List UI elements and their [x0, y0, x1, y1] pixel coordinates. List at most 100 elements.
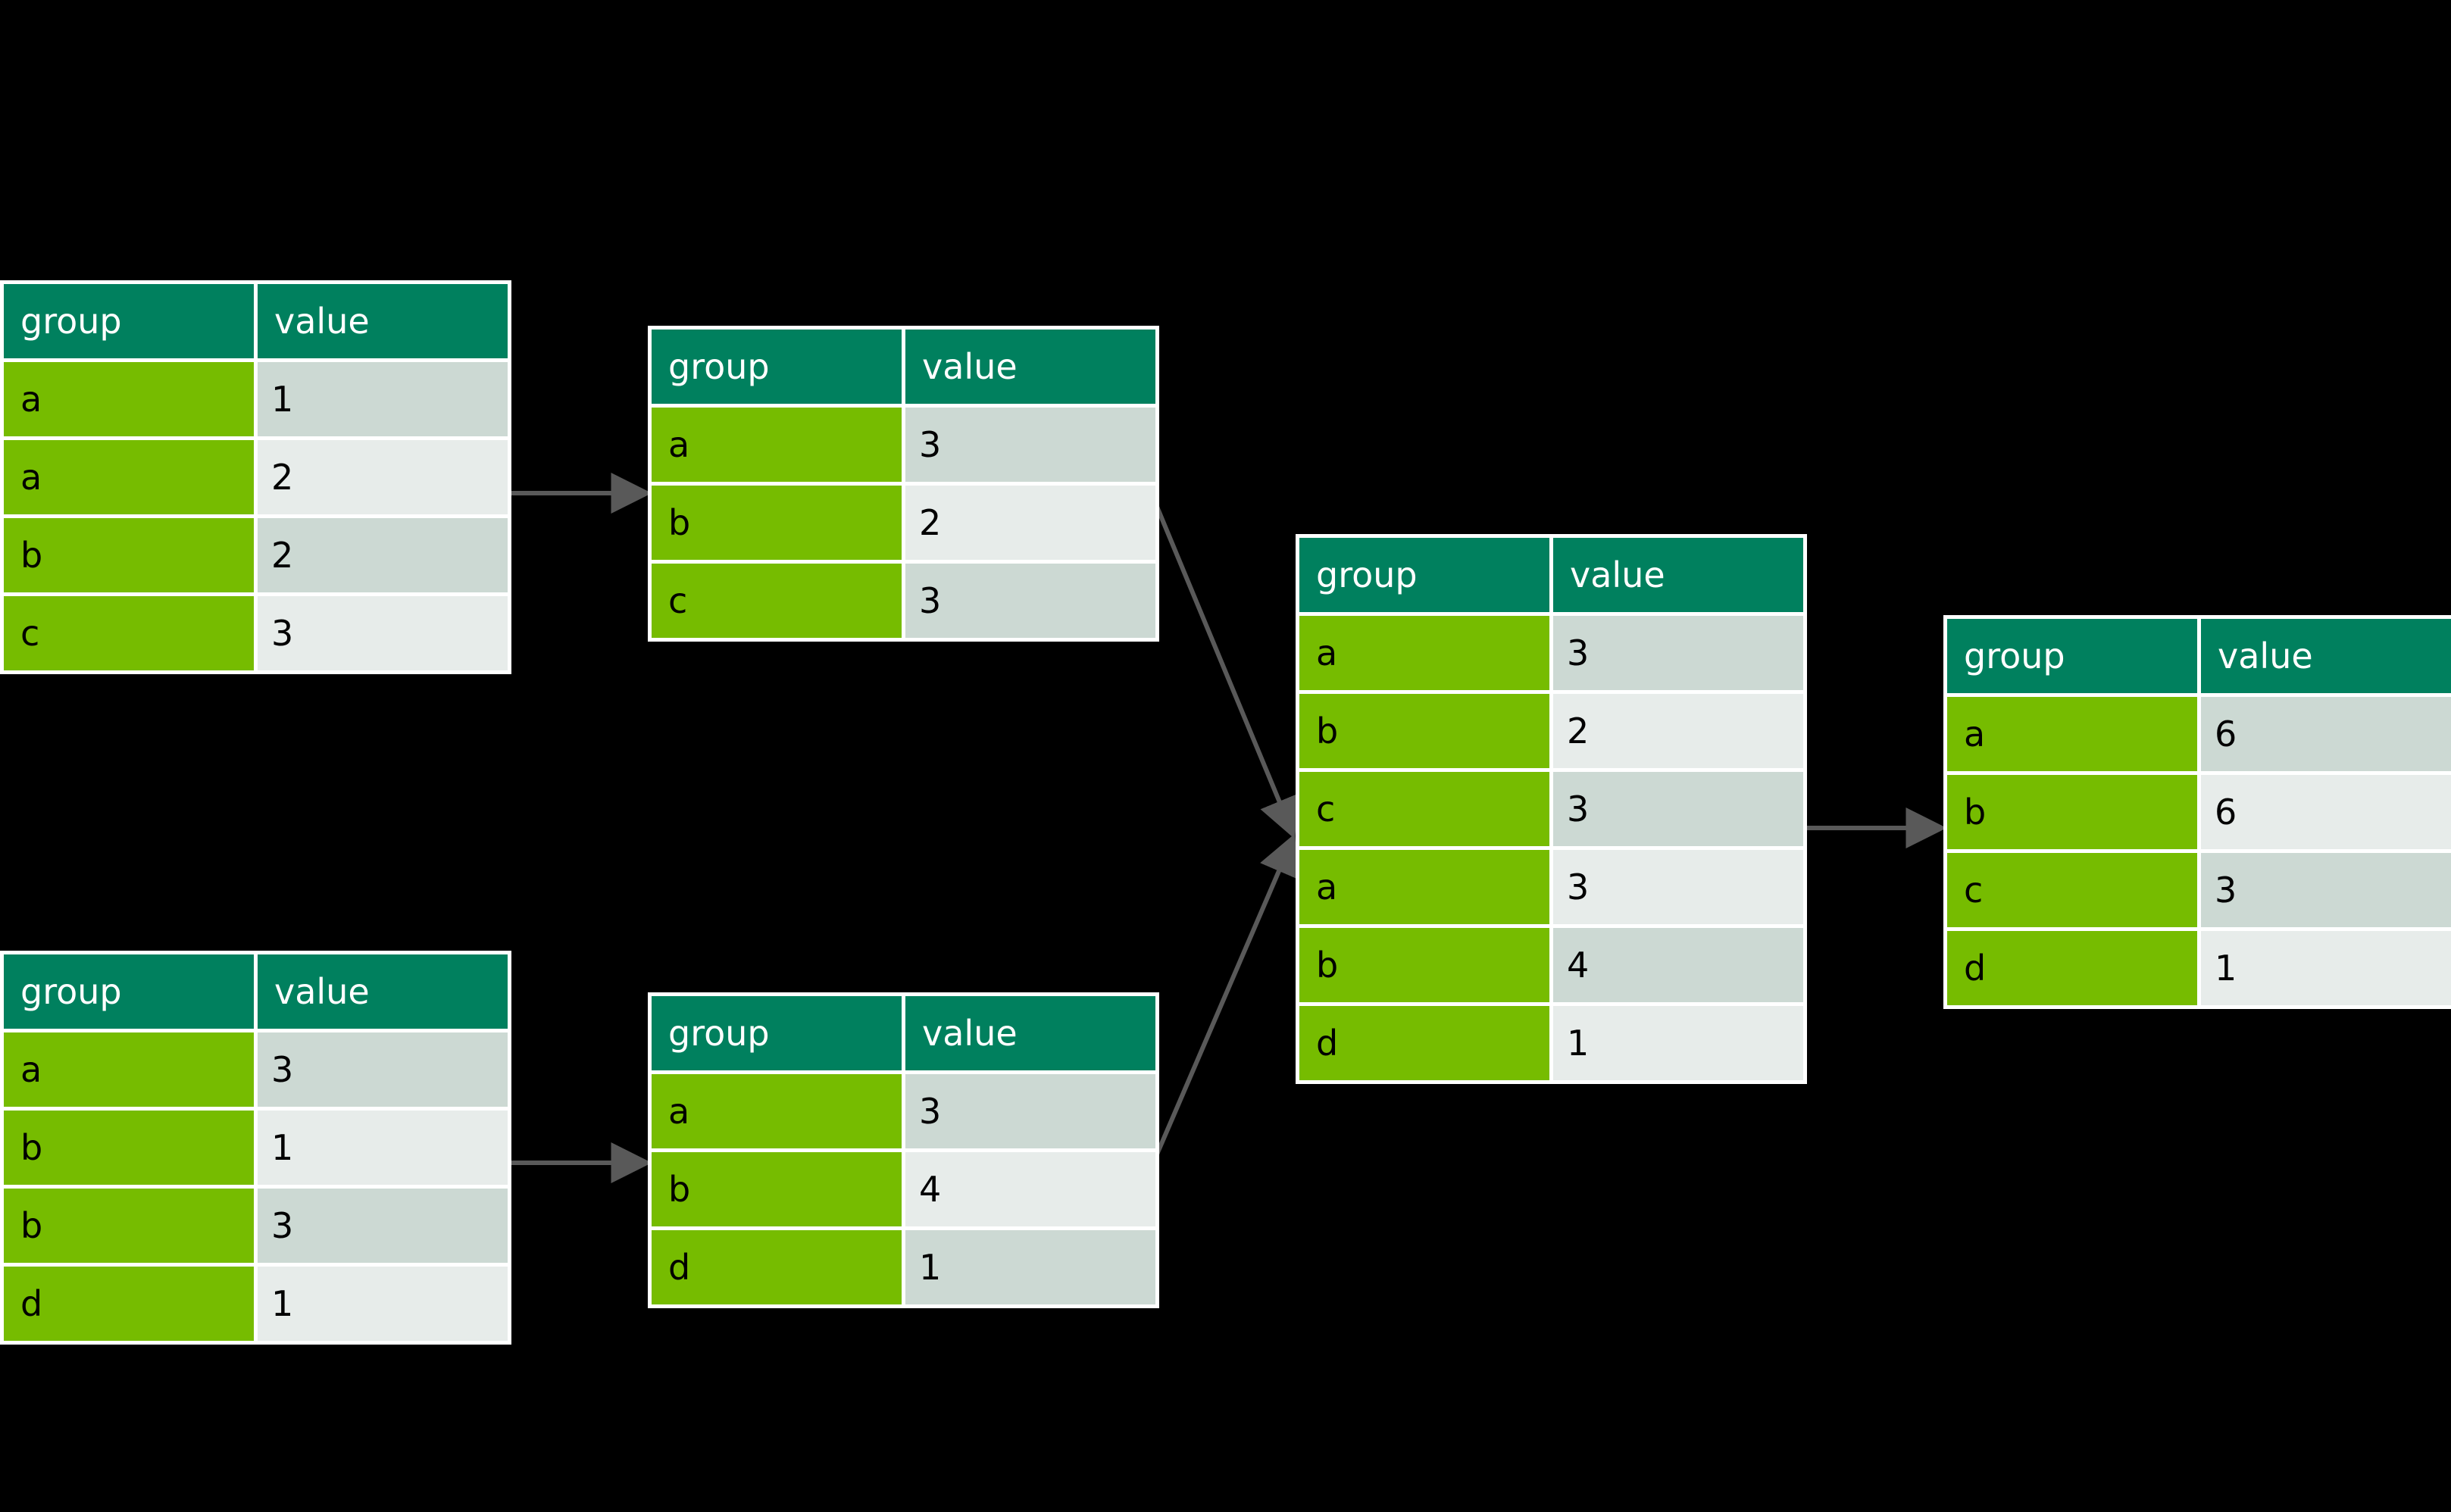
cell-group-text: a [668, 1091, 690, 1132]
cell-value: 1 [258, 1111, 508, 1185]
cell-group-text: a [20, 457, 42, 498]
cell-value-text: 4 [1567, 945, 1590, 986]
column-header-value: value [258, 284, 508, 358]
cell-group: b [1299, 928, 1549, 1002]
cell-value-text: 2 [271, 535, 294, 576]
cell-value-text: 1 [919, 1247, 942, 1288]
cell-value-text: 3 [919, 580, 942, 621]
cell-value-text: 1 [1567, 1023, 1590, 1064]
table-header-row: group value [4, 954, 508, 1029]
cell-group-text: c [1316, 789, 1336, 829]
column-header-value: value [1553, 538, 1803, 612]
cell-value-text: 6 [2215, 714, 2237, 754]
header-label: group [668, 1013, 770, 1054]
header-label: group [20, 301, 122, 342]
cell-group: a [1299, 850, 1549, 924]
cell-value-text: 3 [1567, 789, 1590, 829]
cell-value: 1 [905, 1230, 1155, 1304]
table-header-row: group value [4, 284, 508, 358]
header-label: value [274, 301, 370, 342]
column-header-group: group [4, 284, 254, 358]
cell-group-text: d [1964, 948, 1987, 989]
column-header-value: value [905, 330, 1155, 404]
cell-group-text: c [20, 613, 40, 654]
cell-group: b [1947, 775, 2197, 849]
cell-group-text: d [668, 1247, 691, 1288]
arrow-bottom-middle-to-center [1149, 833, 1298, 1168]
cell-group-text: a [1964, 714, 1986, 754]
cell-value-text: 2 [919, 502, 942, 543]
cell-value-text: 2 [271, 457, 294, 498]
table-header-row: group value [1947, 619, 2451, 693]
cell-group: a [4, 1032, 254, 1107]
cell-value: 3 [258, 1032, 508, 1107]
cell-value: 3 [1553, 772, 1803, 846]
cell-value-text: 3 [271, 1205, 294, 1246]
cell-group: a [4, 362, 254, 436]
header-label: value [274, 971, 370, 1012]
column-header-group: group [4, 954, 254, 1029]
cell-group-text: b [1316, 711, 1339, 751]
cell-group: c [652, 564, 902, 638]
cell-group-text: c [1964, 870, 1984, 911]
cell-group: d [1947, 931, 2197, 1005]
arrow-top-middle-to-center [1149, 492, 1299, 839]
cell-group-text: d [1316, 1023, 1339, 1064]
column-header-group: group [652, 330, 902, 404]
header-label: group [1964, 636, 2065, 676]
cell-value-text: 3 [1567, 867, 1590, 908]
cell-group: a [1299, 616, 1549, 690]
cell-value-text: 6 [2215, 792, 2237, 833]
cell-value: 3 [905, 564, 1155, 638]
cell-group: b [652, 486, 902, 560]
cell-value: 4 [1553, 928, 1803, 1002]
header-label: value [1570, 555, 1665, 595]
header-label: value [922, 1013, 1018, 1054]
cell-value-text: 3 [2215, 870, 2237, 911]
table-header-row: group value [1299, 538, 1803, 612]
header-label: value [2218, 636, 2313, 676]
cell-group-text: b [1316, 945, 1339, 986]
header-label: group [1316, 555, 1418, 595]
cell-group-text: c [668, 580, 688, 621]
cell-group: a [4, 440, 254, 514]
cell-value: 3 [258, 1189, 508, 1263]
cell-value: 2 [905, 486, 1155, 560]
column-header-value: value [2201, 619, 2451, 693]
cell-group: c [4, 596, 254, 670]
cell-value: 4 [905, 1152, 1155, 1226]
cell-group-text: b [20, 1205, 43, 1246]
column-header-group: group [652, 996, 902, 1070]
cell-group: b [4, 518, 254, 592]
cell-group-text: b [1964, 792, 1987, 833]
cell-value: 2 [1553, 694, 1803, 768]
cell-group-text: b [668, 502, 691, 543]
cell-value-text: 1 [271, 1127, 294, 1168]
header-label: value [922, 346, 1018, 387]
cell-value: 3 [2201, 853, 2451, 927]
cell-group-text: a [1316, 867, 1338, 908]
cell-value: 3 [1553, 850, 1803, 924]
column-header-group: group [1299, 538, 1549, 612]
cell-value: 3 [905, 1074, 1155, 1148]
